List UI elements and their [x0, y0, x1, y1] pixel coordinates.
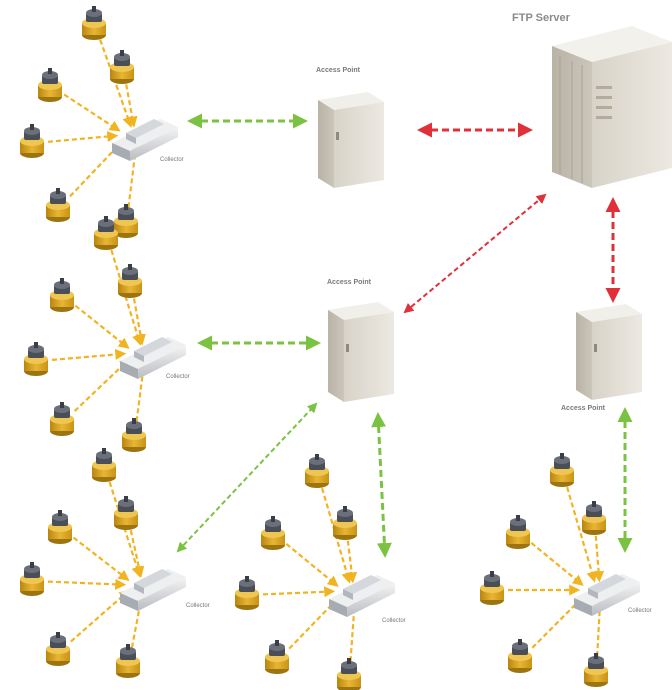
link-c4-ap2 [371, 412, 392, 558]
collectors [112, 119, 640, 617]
collector-icon [112, 119, 178, 161]
smart-meter-icon [116, 644, 140, 678]
smart-meter-icon [235, 576, 259, 610]
meter-link [594, 597, 606, 657]
access-point-2-label: Access Point [327, 279, 371, 286]
smart-meter-icon [94, 216, 118, 250]
smart-meter-icon [480, 571, 504, 605]
smart-meter-icon [48, 510, 72, 544]
collector-icon [574, 574, 640, 616]
smart-meter-icon [82, 6, 106, 40]
access-point-3-label: Access Point [561, 405, 605, 412]
smart-meter-icon [114, 496, 138, 530]
smart-meter-icon [305, 454, 329, 488]
ftp-server-icon [552, 26, 672, 188]
collector-icon [120, 569, 186, 611]
smart-meter-icon [46, 188, 70, 222]
meter-link [72, 536, 130, 581]
meter-link [99, 39, 133, 128]
backhaul-links [403, 122, 621, 314]
smart-meter-icon [337, 658, 361, 690]
smart-meter-icon [333, 506, 357, 540]
ftp-server-label: FTP Server [512, 12, 570, 24]
meter-link [566, 486, 598, 583]
collector-1-label: Collector [160, 157, 184, 163]
meter-link [285, 543, 339, 587]
smart-meter-icon [38, 68, 62, 102]
link-c3-ap2 [176, 402, 318, 553]
smart-meter-icon [261, 516, 285, 550]
smart-meter-icon [265, 640, 289, 674]
meter-link [69, 140, 124, 198]
collector-5-label: Collector [628, 608, 652, 614]
meter-link [262, 586, 336, 598]
collector-3-label: Collector [186, 603, 210, 609]
smart-meter-icon [122, 418, 146, 452]
meter-link [47, 578, 127, 590]
smart-meter-icon [110, 50, 134, 84]
access-point-1-icon [318, 92, 384, 188]
smart-meter-icon [50, 278, 74, 312]
meter-link [73, 357, 131, 412]
smart-meter-icon [550, 453, 574, 487]
collector-icon [120, 337, 186, 379]
smart-meter-icon [584, 653, 608, 687]
smart-meter-icon [118, 264, 142, 298]
meter-link [51, 348, 127, 361]
smart-meter-icon [582, 501, 606, 535]
link-ap2-ftp [403, 193, 547, 314]
access-point-3-icon [576, 304, 642, 400]
meter-link [593, 535, 605, 583]
smart-meter-icon [506, 515, 530, 549]
meters [20, 6, 608, 690]
smart-meter-icon [50, 402, 74, 436]
smart-meter-icon [114, 204, 138, 238]
smart-meter-icon [24, 342, 48, 376]
access-point-2-icon [328, 302, 394, 402]
meter-link [530, 542, 584, 586]
meter-link [346, 540, 358, 584]
collector-icon [329, 575, 395, 617]
collector-2-label: Collector [166, 374, 190, 380]
meter-link [70, 589, 131, 643]
smart-meter-icon [508, 639, 532, 673]
meter-link [47, 131, 119, 143]
meter-link [63, 93, 121, 132]
collector-4-label: Collector [382, 618, 406, 624]
smart-meter-icon [20, 562, 44, 596]
wireless-links [176, 113, 633, 558]
access-point-1-label: Access Point [316, 67, 360, 74]
smart-meter-icon [20, 124, 44, 158]
smart-meter-icon [46, 632, 70, 666]
meter-link [74, 304, 130, 349]
smart-meter-icon [92, 448, 116, 482]
